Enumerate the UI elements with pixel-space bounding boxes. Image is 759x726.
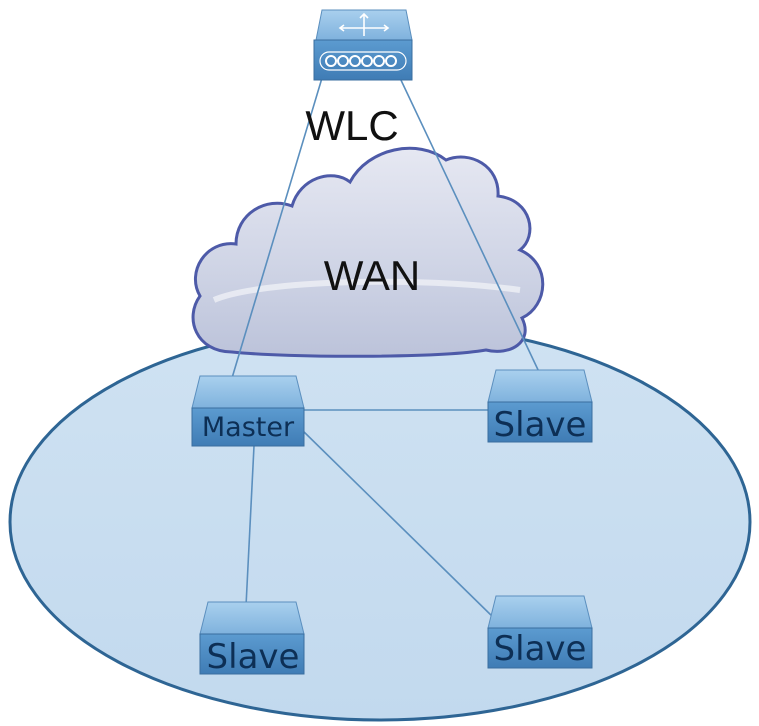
wlc-label: WLC (305, 102, 398, 149)
ap-label-master: Master (202, 412, 295, 443)
ap-slave-top-right: Slave (487, 369, 593, 445)
wireless-lan-controller-icon (313, 9, 413, 81)
ap-slave-bottom-right: Slave (487, 595, 593, 669)
lan-site-ellipse (8, 322, 752, 722)
cloud-icon (191, 146, 545, 358)
wlc-device: WLC (305, 9, 413, 149)
access-point-icon (487, 595, 593, 669)
link-wlc-master (231, 77, 323, 379)
access-point-icon (191, 375, 305, 447)
wan-cloud: WAN (191, 146, 545, 358)
ap-slave-bottom-left: Slave (199, 601, 305, 677)
link-master-slave-bottom-right (299, 427, 497, 621)
link-master-slave-bottom-left (245, 445, 255, 607)
ap-label-slave-top-right: Slave (494, 405, 587, 445)
access-point-icon (199, 601, 305, 675)
ap-label-slave-bottom-left: Slave (207, 637, 300, 677)
ap-label-slave-bottom-right: Slave (494, 629, 587, 669)
links (231, 77, 541, 621)
cloud-highlight (212, 278, 521, 303)
link-wlc-slave-top-right (399, 77, 541, 375)
ap-master: Master (191, 375, 305, 447)
wan-label: WAN (324, 252, 420, 299)
access-point-icon (487, 369, 593, 443)
